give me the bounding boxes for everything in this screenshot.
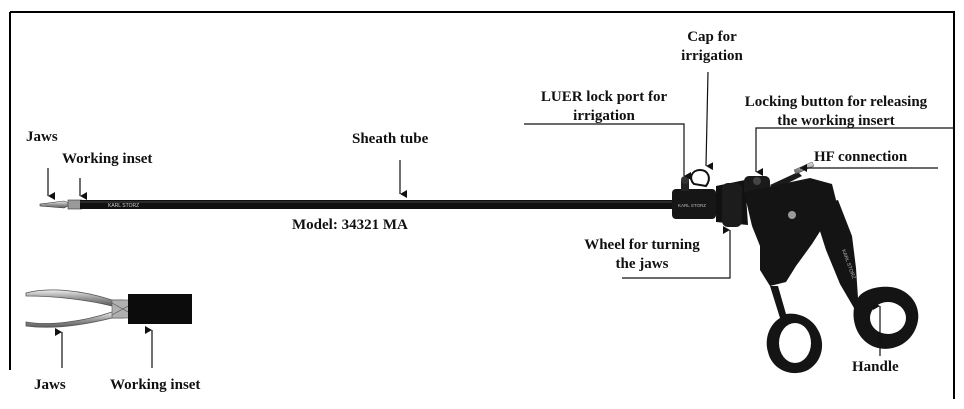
inset-jaws-closeup bbox=[26, 290, 192, 327]
label-jaws-top: Jaws bbox=[26, 128, 58, 147]
hub-brand: KARL STORZ bbox=[678, 203, 706, 208]
label-working-inset-bottom: Working inset bbox=[110, 376, 200, 395]
label-model: Model: 34321 MA bbox=[292, 216, 408, 235]
arrow-cap bbox=[706, 72, 708, 166]
label-cap: Cap for irrigation bbox=[670, 28, 754, 66]
label-locking-button: Locking button for releasing the working… bbox=[714, 93, 958, 131]
handle-body: KARL STORZ bbox=[744, 178, 918, 373]
label-working-inset-top: Working inset bbox=[62, 150, 152, 169]
label-wheel: Wheel for turning the jaws bbox=[562, 236, 722, 274]
sheath-tube bbox=[80, 200, 680, 209]
luer-port bbox=[681, 176, 689, 191]
label-jaws-bottom: Jaws bbox=[34, 376, 66, 395]
label-handle: Handle bbox=[852, 358, 899, 377]
irrigation-cap bbox=[691, 170, 709, 186]
label-luer-port: LUER lock port for irrigation bbox=[520, 88, 688, 126]
label-hf-connection: HF connection bbox=[814, 148, 907, 167]
label-sheath-tube: Sheath tube bbox=[352, 130, 428, 149]
shaft-brand: KARL STORZ bbox=[108, 203, 139, 209]
arrow-luer bbox=[524, 124, 684, 176]
distal-jaws bbox=[40, 200, 82, 209]
